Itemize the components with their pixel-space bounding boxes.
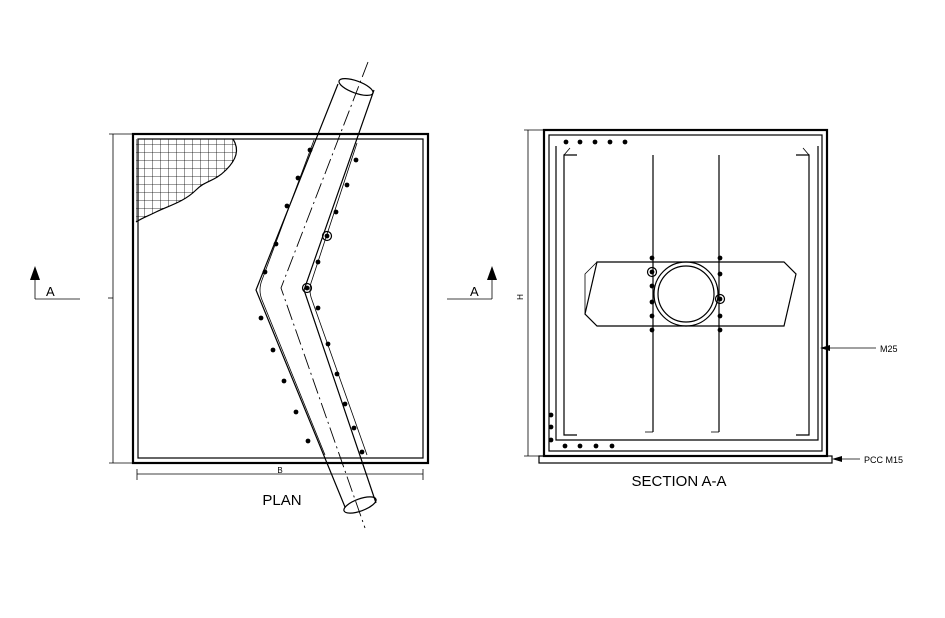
plan-inner-outline bbox=[137, 138, 424, 459]
section-dimension-height: H bbox=[516, 129, 544, 457]
section-view: H M25 PCC M15 SECTION A-A bbox=[516, 128, 903, 490]
plan-outer-outline bbox=[131, 132, 430, 465]
section-dimension-h-label: H bbox=[516, 294, 525, 300]
plan-view: B A A PLAN bbox=[30, 61, 497, 529]
section-outer-outline bbox=[542, 128, 829, 458]
reinforcement-mesh-cutaway bbox=[135, 138, 238, 223]
section-marker-right-label: A bbox=[470, 284, 479, 299]
section-marker-left-label: A bbox=[46, 284, 55, 299]
callout-m25-label: M25 bbox=[880, 344, 898, 354]
callout-pcc-m15-label: PCC M15 bbox=[864, 455, 903, 465]
plan-title: PLAN bbox=[262, 492, 301, 509]
plan-dimension-height bbox=[108, 133, 133, 464]
section-rebar-dots bbox=[548, 139, 726, 449]
pipe-rebar-dots bbox=[258, 147, 365, 455]
section-reinforcement bbox=[555, 146, 819, 441]
plan-dimension-width: B bbox=[136, 466, 424, 480]
section-marker-left: A bbox=[30, 266, 80, 300]
callout-pcc-m15: PCC M15 bbox=[832, 455, 903, 465]
section-marker-right: A bbox=[447, 266, 497, 300]
callout-m25: M25 bbox=[820, 344, 898, 354]
section-title: SECTION A-A bbox=[631, 473, 726, 490]
plan-dimension-b-label: B bbox=[277, 466, 282, 475]
section-inner-outline bbox=[548, 134, 823, 452]
pcc-base bbox=[538, 455, 833, 464]
bent-pipe bbox=[255, 61, 377, 529]
pipe-sleeve bbox=[584, 261, 797, 327]
